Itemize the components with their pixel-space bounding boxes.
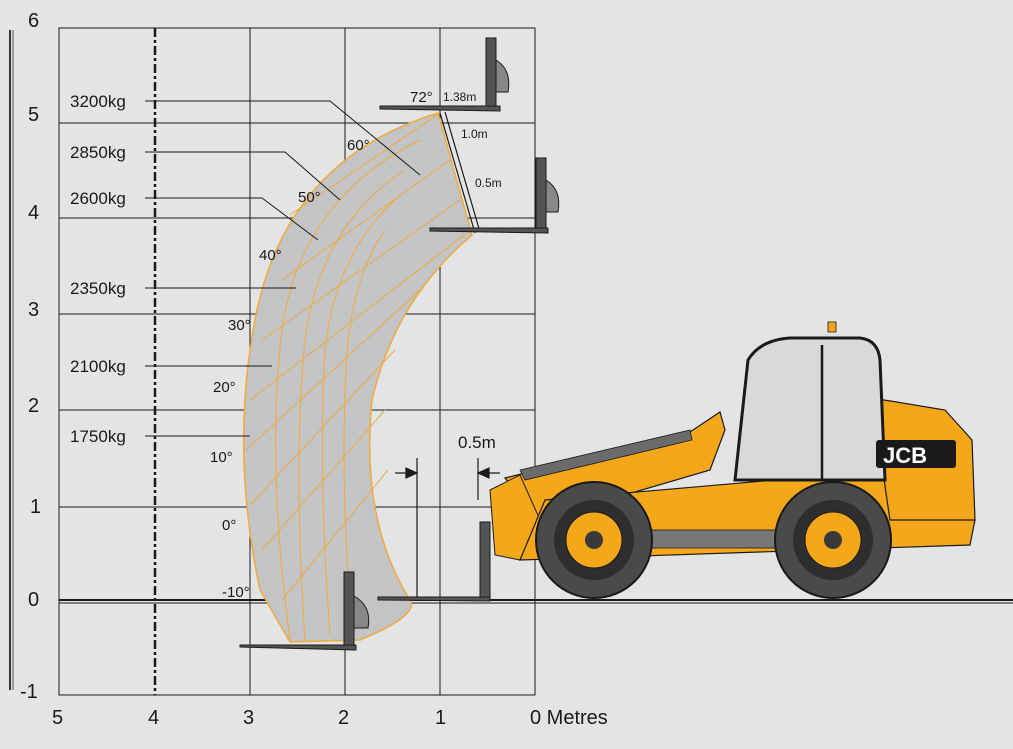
boom-angle-labels: 72° 60° 50° 40° 30° 20° 10° 0° -10° xyxy=(210,89,433,601)
load-envelope xyxy=(242,112,473,643)
jcb-logo: JCB xyxy=(883,443,927,468)
x-tick-label: 5 xyxy=(52,707,63,729)
front-wheel xyxy=(535,481,653,599)
clearance-label: 0.5m xyxy=(458,433,496,452)
y-tick-label: 2 xyxy=(28,395,39,417)
load-label: 3200kg xyxy=(70,92,126,111)
extension-labels: 1.38m 1.0m 0.5m xyxy=(443,90,502,190)
y-tick-label: 3 xyxy=(28,299,39,321)
x-tick-label: 3 xyxy=(243,707,254,729)
load-label: 2100kg xyxy=(70,357,126,376)
y-tick-label: 6 xyxy=(28,10,39,32)
x-tick-label: 4 xyxy=(148,707,159,729)
boom-extension-lines xyxy=(439,111,481,234)
y-tick-label: 4 xyxy=(28,202,39,224)
angle-label: 0° xyxy=(222,517,236,534)
telehandler-illustration: JCB xyxy=(489,321,976,599)
extension-label: 0.5m xyxy=(475,176,502,190)
angle-label: 60° xyxy=(347,137,370,154)
load-label: 1750kg xyxy=(70,427,126,446)
x-tick-label: 0 Metres xyxy=(530,707,608,729)
y-tick-label: 0 xyxy=(28,589,39,611)
angle-label: 40° xyxy=(259,247,282,264)
extension-label: 1.38m xyxy=(443,90,476,104)
x-tick-label: 2 xyxy=(338,707,349,729)
angle-label: 10° xyxy=(210,449,233,466)
fork-mid xyxy=(429,157,560,234)
fork-positions xyxy=(239,37,560,651)
load-label: 2850kg xyxy=(70,143,126,162)
y-tick-label: -1 xyxy=(20,681,38,703)
x-tick-label: 1 xyxy=(435,707,446,729)
load-leader-lines xyxy=(145,100,421,437)
x-axis-labels: 5 4 3 2 1 0 Metres xyxy=(52,707,608,729)
fork-low xyxy=(239,571,370,651)
angle-label: 20° xyxy=(213,379,236,396)
load-labels: 3200kg 2850kg 2600kg 2350kg 2100kg 1750k… xyxy=(70,92,126,446)
y-tick-label: 5 xyxy=(28,104,39,126)
angle-label: 30° xyxy=(228,317,251,334)
angle-label: 72° xyxy=(410,89,433,106)
rear-wheel xyxy=(774,481,892,599)
y-tick-label: 1 xyxy=(30,496,41,518)
load-label: 2600kg xyxy=(70,189,126,208)
angle-label: -10° xyxy=(222,584,250,601)
fork-ground-front xyxy=(377,521,491,602)
y-axis-labels: 6 5 4 3 2 1 0 -1 xyxy=(20,10,41,703)
angle-label: 50° xyxy=(298,189,321,206)
left-scale-bar xyxy=(9,30,14,690)
clearance-marker: 0.5m xyxy=(395,433,500,598)
extension-label: 1.0m xyxy=(461,127,488,141)
fork-top xyxy=(379,37,510,112)
load-label: 2350kg xyxy=(70,279,126,298)
